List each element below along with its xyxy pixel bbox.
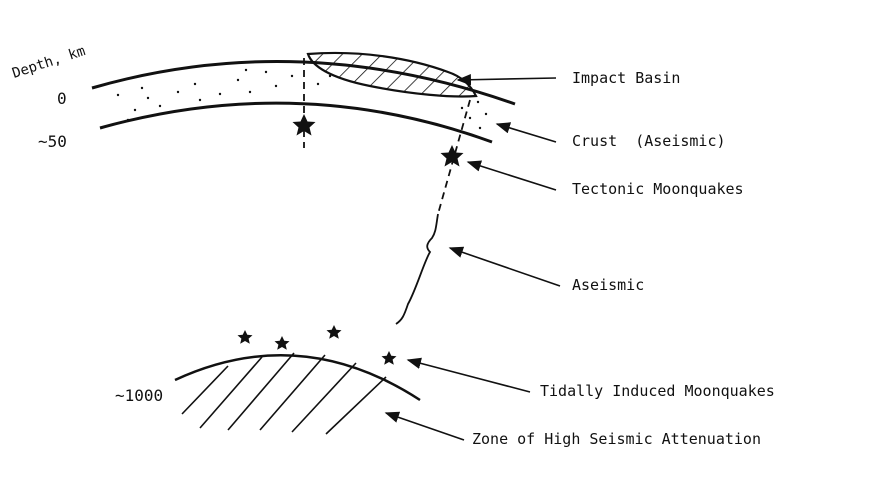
- depth-tick-50: ~50: [38, 132, 67, 151]
- label-tidal-moonquakes: Tidally Induced Moonquakes: [540, 382, 775, 400]
- fault-line-deep: [437, 99, 471, 215]
- crust-stipple: [116, 68, 488, 130]
- impact-basin-region: [306, 51, 478, 98]
- label-tectonic-moonquakes: Tectonic Moonquakes: [572, 180, 744, 198]
- tectonic-moonquake-star: [440, 145, 464, 167]
- depth-tick-1000: ~1000: [115, 386, 163, 405]
- label-impact-basin: Impact Basin: [572, 69, 681, 87]
- label-attenuation-zone: Zone of High Seismic Attenuation: [472, 430, 761, 448]
- label-crust: Crust (Aseismic): [572, 132, 726, 150]
- shallow-moonquake-star: [292, 114, 316, 136]
- leader-tectonic: [466, 160, 557, 191]
- deep-moonquake-stars: [237, 325, 397, 365]
- depth-tick-0: 0: [57, 89, 67, 108]
- leader-attenuation: [384, 411, 465, 441]
- leader-crust: [495, 122, 557, 143]
- crust-inner-boundary: [99, 101, 493, 144]
- leader-impact-basin: [456, 73, 557, 86]
- attenuation-zone-boundary: [174, 354, 421, 402]
- leader-tidal: [406, 357, 531, 393]
- leader-aseismic: [448, 246, 561, 287]
- depth-axis-title: Depth, km: [10, 43, 87, 82]
- aseismic-brace: [395, 213, 439, 325]
- label-aseismic: Aseismic: [572, 276, 645, 294]
- attenuation-zone-hatching: [181, 352, 387, 435]
